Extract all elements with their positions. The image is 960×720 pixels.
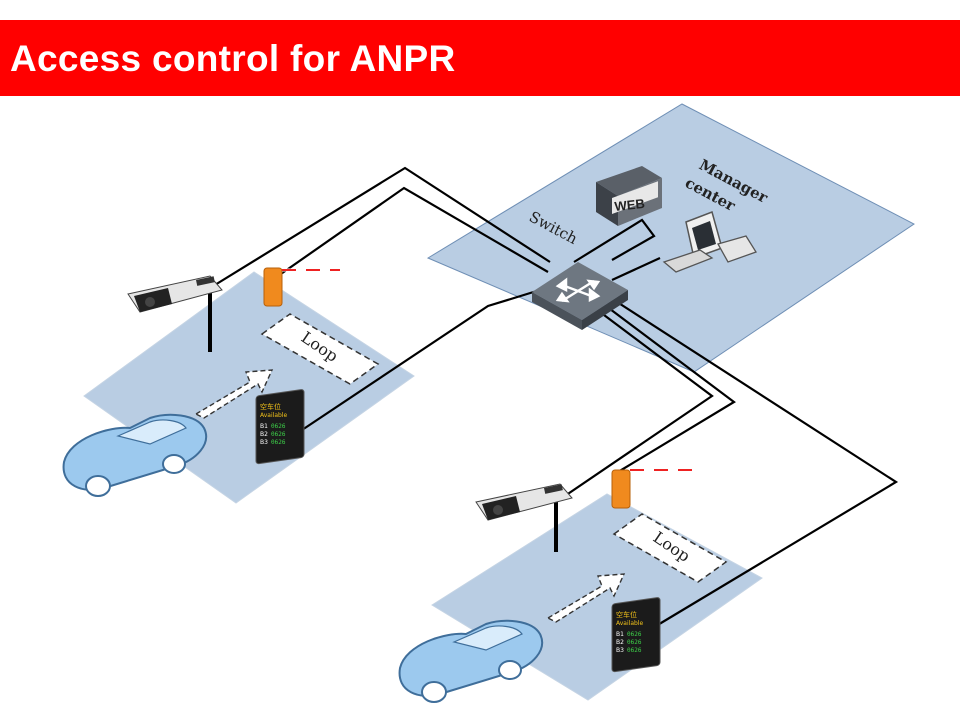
barrier-gate-icon xyxy=(263,267,340,307)
arrow-icon xyxy=(546,573,626,623)
page-title: Access control for ANPR xyxy=(10,38,456,79)
parking-sign-icon xyxy=(611,597,661,673)
car-icon xyxy=(62,413,207,497)
manager-zone xyxy=(426,103,915,373)
sign-row: B3 xyxy=(616,647,624,654)
sign-sub: Available xyxy=(260,412,287,419)
sign-value: 0626 xyxy=(271,423,286,430)
sign-value: 0626 xyxy=(271,431,286,438)
arrow-icon xyxy=(194,369,274,419)
sign-row: B1 xyxy=(260,423,268,430)
sign-row: B2 xyxy=(260,431,268,438)
sign-row: B3 xyxy=(260,439,268,446)
camera-icon xyxy=(127,275,223,352)
sign-value: 0626 xyxy=(627,647,642,654)
network-cables xyxy=(209,166,899,627)
car-icon xyxy=(398,619,543,703)
sign-value: 0626 xyxy=(627,631,642,638)
camera-icon xyxy=(475,483,573,552)
loop-marker xyxy=(612,513,728,583)
sign-value: 0626 xyxy=(627,639,642,646)
loop-marker xyxy=(260,313,380,385)
sign-sub: Available xyxy=(616,620,643,627)
title-bar xyxy=(0,20,960,96)
sign-value: 0626 xyxy=(271,439,286,446)
parking-sign-icon xyxy=(255,389,305,465)
barrier-gate-icon xyxy=(611,468,692,509)
sign-header: 空车位 xyxy=(260,402,281,411)
sign-header: 空车位 xyxy=(616,610,637,619)
web-label: WEB xyxy=(614,196,646,214)
sign-row: B2 xyxy=(616,639,624,646)
switch-icon xyxy=(532,262,628,330)
computer-icon xyxy=(662,211,757,273)
web-server-icon xyxy=(596,166,662,226)
sign-row: B1 xyxy=(616,631,624,638)
